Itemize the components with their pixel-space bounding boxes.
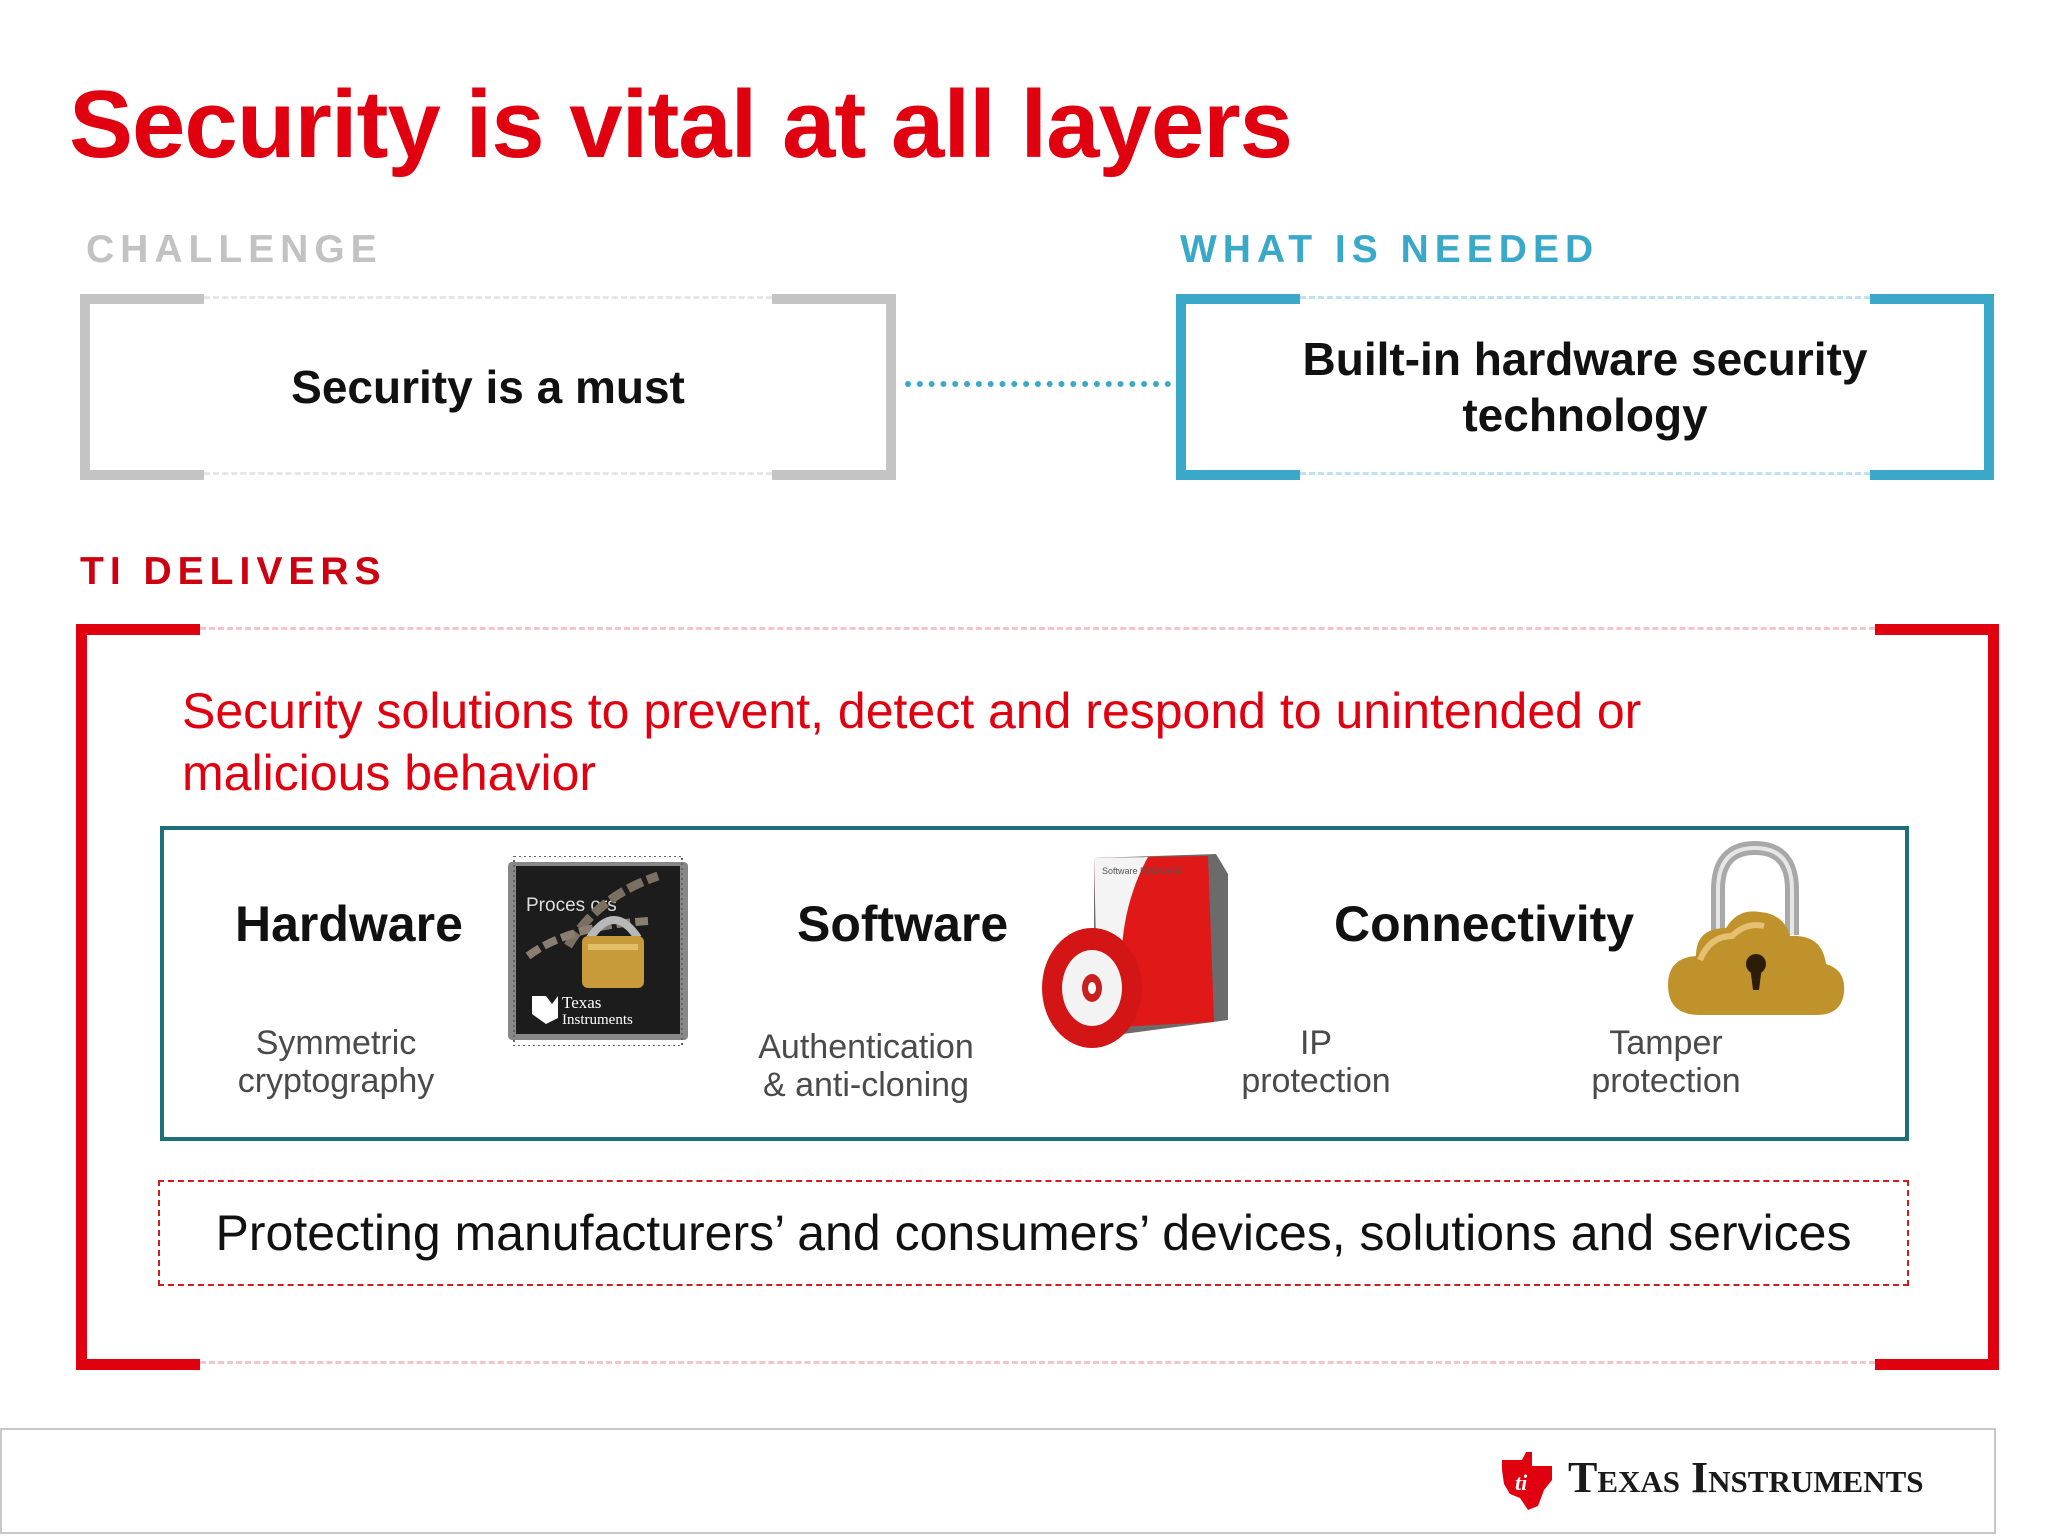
software-heading: Software <box>797 896 1009 952</box>
tamper-protection-sub: Tamper protection <box>1566 1024 1766 1100</box>
needed-text-line1: Built-in hardware security <box>1302 333 1868 385</box>
hardware-sub-line2: cryptography <box>237 1062 435 1100</box>
challenge-box: Security is a must <box>80 294 896 480</box>
what-is-needed-box: Built-in hardware security technology <box>1176 294 1994 480</box>
slide-title: Security is vital at all layers <box>69 71 1293 178</box>
footer-brand: Texas Instruments <box>1568 1453 1924 1502</box>
ip-protection-sub: IP protection <box>1216 1024 1416 1100</box>
connector-line <box>905 381 1171 387</box>
hardware-sub-line1: Symmetric <box>255 1024 417 1062</box>
protecting-statement-box: Protecting manufacturers’ and consumers’… <box>158 1180 1909 1286</box>
ip-sub-line1: IP <box>1299 1024 1333 1062</box>
tamper-sub-line1: Tamper <box>1609 1024 1723 1062</box>
software-sub: Authentication & anti-cloning <box>736 1028 996 1104</box>
needed-text-line2: technology <box>1462 389 1708 441</box>
statement-line1: Security solutions to prevent, detect an… <box>182 683 1642 739</box>
chip-text-2: Texas <box>562 993 601 1012</box>
ti-logo-icon: ti <box>1498 1450 1556 1512</box>
protecting-statement: Protecting manufacturers’ and consumers’… <box>215 1205 1852 1261</box>
cloud-lock-icon <box>1660 840 1850 1025</box>
ti-delivers-label: TI DELIVERS <box>80 550 387 593</box>
solutions-box <box>160 826 1909 1141</box>
hardware-heading: Hardware <box>235 896 463 952</box>
chip-text-3: Instruments <box>562 1012 633 1028</box>
statement-line2: malicious behavior <box>182 745 597 801</box>
challenge-text: Security is a must <box>291 361 685 413</box>
package-text: Software PACKAGE <box>1102 866 1183 876</box>
ip-sub-line2: protection <box>1241 1062 1391 1100</box>
footer-bar <box>0 1428 1996 1534</box>
what-is-needed-text: Built-in hardware security technology <box>1176 294 1994 480</box>
ti-delivers-box <box>76 624 1999 1370</box>
challenge-label: CHALLENGE <box>86 228 383 271</box>
what-is-needed-label: WHAT IS NEEDED <box>1180 228 1600 271</box>
connectivity-heading: Connectivity <box>1334 896 1635 952</box>
tamper-sub-line2: protection <box>1591 1062 1741 1100</box>
hardware-sub: Symmetric cryptography <box>196 1024 476 1100</box>
software-package-icon: Software PACKAGE <box>1038 850 1238 1050</box>
software-sub-line2: & anti-cloning <box>762 1066 969 1104</box>
software-sub-line1: Authentication <box>758 1028 974 1066</box>
processor-chip-lock-icon: Proces ors Texas Instruments <box>508 855 688 1047</box>
svg-text:ti: ti <box>1515 1470 1528 1495</box>
ti-delivers-statement: Security solutions to prevent, detect an… <box>182 680 1762 804</box>
